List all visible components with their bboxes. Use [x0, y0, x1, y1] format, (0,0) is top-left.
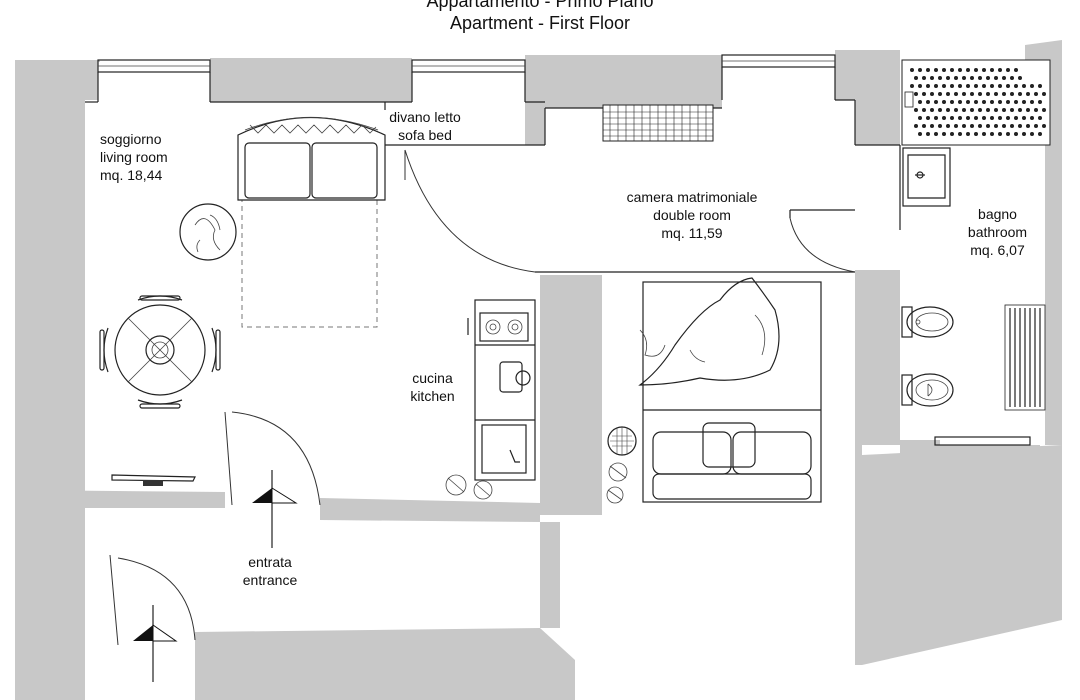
kitchen-sink — [481, 424, 527, 474]
pillow-center — [702, 422, 756, 468]
wall-top-c — [835, 50, 900, 145]
label-bedroom: camera matrimoniale double room mq. 11,5… — [612, 188, 772, 242]
label-living: soggiorno living room mq. 18,44 — [100, 130, 168, 184]
label-bathroom-it: bagno — [978, 206, 1017, 222]
wall-top-right — [1025, 40, 1062, 445]
wall-partition-top — [385, 102, 525, 145]
stove — [479, 312, 529, 342]
label-kitchen: cucina kitchen — [400, 369, 465, 405]
wall-bottom-mid — [320, 498, 540, 522]
door-corridor-arc — [117, 557, 196, 641]
label-bathroom-en: bathroom — [967, 224, 1028, 240]
label-entrance: entrata entrance — [232, 553, 308, 589]
kitchen-counter-outline — [474, 299, 536, 481]
wall-right-lower — [855, 445, 1062, 665]
bathroom-sink — [902, 147, 951, 207]
doors — [109, 149, 856, 682]
label-sofa-en: sofa bed — [398, 127, 452, 143]
label-entrance-it: entrata — [248, 554, 292, 570]
label-living-area: mq. 18,44 — [100, 167, 163, 183]
door-bedroom-arc — [404, 149, 536, 273]
bath-mat — [1004, 304, 1046, 411]
door-entrance-arc — [231, 411, 321, 506]
label-sofa: divano letto sofa bed — [380, 108, 470, 144]
plan-title-en: Apartment - First Floor — [449, 13, 631, 33]
label-kitchen-en: kitchen — [410, 388, 455, 404]
bidet — [901, 306, 954, 338]
sink-outline — [902, 147, 951, 207]
radiator — [602, 104, 714, 142]
wall-bed-left — [540, 275, 602, 515]
sofa-cushion-right — [311, 142, 378, 199]
wall-corridor-inner-left — [85, 520, 110, 700]
label-bedroom-it: camera matrimoniale — [626, 189, 758, 205]
double-bed — [606, 277, 822, 504]
label-kitchen-it: cucina — [412, 370, 453, 386]
shower — [901, 59, 1051, 146]
windows — [97, 54, 1031, 446]
wall-stair-mid — [540, 628, 575, 700]
sofa-bed-extended — [241, 199, 378, 328]
plant — [179, 203, 237, 261]
wall-corridor-right — [540, 522, 560, 628]
bed-frame — [642, 281, 822, 503]
plan-title-it: Appartamento - Primo Piano — [426, 0, 654, 11]
sofa-bed — [237, 117, 386, 328]
bed-blanket — [638, 277, 780, 386]
sofa-cushion-left — [244, 142, 311, 199]
wall-top-a — [210, 58, 412, 102]
label-living-en: living room — [100, 149, 168, 165]
kitchen-counter — [445, 299, 536, 500]
wall-room-bottom — [15, 490, 225, 508]
label-bedroom-en: double room — [653, 207, 731, 223]
entrance-arrow-head — [252, 488, 272, 503]
window-bathroom — [934, 436, 1031, 446]
kettle — [499, 361, 523, 393]
label-bedroom-area: mq. 11,59 — [661, 225, 723, 241]
label-sofa-it: divano letto — [389, 109, 461, 125]
wall-entrance-jamb — [225, 410, 240, 505]
corridor-arrow-head — [133, 625, 153, 641]
label-living-it: soggiorno — [100, 131, 162, 147]
tv-unit — [111, 474, 196, 486]
toilet — [901, 373, 954, 407]
walls — [15, 40, 1062, 700]
pillow-right — [732, 431, 812, 475]
wall-top-1 — [98, 60, 100, 62]
dining-table — [99, 295, 221, 409]
door-bathroom-arc — [789, 217, 856, 273]
wall-top-b — [525, 55, 722, 145]
pillow-left — [652, 431, 732, 475]
wall-corridor-bottom — [195, 628, 540, 700]
label-bathroom-area: mq. 6,07 — [970, 242, 1025, 258]
label-entrance-en: entrance — [242, 572, 298, 588]
wall-corridor-left — [15, 508, 85, 700]
label-bathroom: bagno bathroom mq. 6,07 — [955, 205, 1040, 259]
wall-left-outer — [15, 60, 98, 505]
